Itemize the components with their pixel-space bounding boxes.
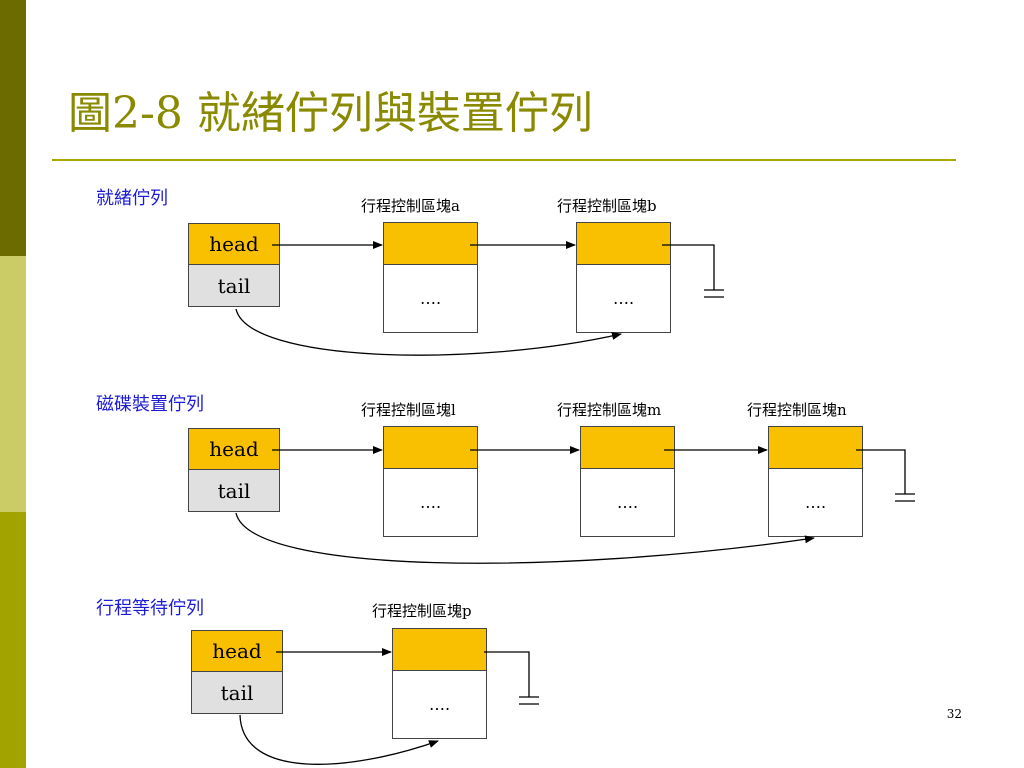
slide-title: 圖2-8 就緒佇列與裝置佇列	[68, 88, 593, 139]
null-pointer-line	[856, 449, 906, 494]
tail-pointer-arrow	[235, 512, 815, 564]
pcb-pointer-cell	[580, 426, 675, 469]
pcb-body-cell: ….	[768, 469, 863, 537]
pcb-body-cell: ….	[576, 265, 671, 333]
page-number: 32	[946, 707, 962, 721]
stripe-segment-dark	[0, 0, 26, 256]
queue-label: 磁碟裝置佇列	[96, 394, 204, 415]
pcb-pointer-cell	[576, 222, 671, 265]
pcb-label: 行程控制區塊n	[747, 401, 847, 419]
pcb-pointer-cell	[768, 426, 863, 469]
queue-tail-cell: tail	[188, 265, 280, 307]
null-pointer-line	[484, 651, 530, 697]
pcb-body-cell: ….	[383, 469, 478, 537]
queue-tail-cell: tail	[188, 470, 280, 512]
queue-tail-cell: tail	[191, 672, 283, 714]
pcb-label: 行程控制區塊a	[361, 197, 460, 215]
pcb-pointer-cell	[392, 628, 487, 671]
null-pointer-line	[662, 244, 715, 290]
pcb-label: 行程控制區塊l	[361, 401, 456, 419]
tail-pointer-arrow	[239, 714, 439, 765]
pcb-pointer-cell	[383, 426, 478, 469]
stripe-segment-light	[0, 256, 26, 512]
pcb-pointer-cell	[383, 222, 478, 265]
pcb-label: 行程控制區塊p	[372, 602, 472, 620]
queue-label: 行程等待佇列	[96, 598, 204, 619]
pcb-body-cell: ….	[383, 265, 478, 333]
tail-pointer-arrow	[235, 308, 622, 356]
pcb-label: 行程控制區塊b	[557, 197, 657, 215]
pcb-body-cell: ….	[580, 469, 675, 537]
queue-head-cell: head	[188, 223, 280, 265]
title-divider	[52, 159, 956, 161]
queue-label: 就緒佇列	[96, 188, 168, 209]
pcb-label: 行程控制區塊m	[557, 401, 662, 419]
pcb-body-cell: ….	[392, 671, 487, 739]
stripe-segment-mid	[0, 512, 26, 768]
queue-head-cell: head	[191, 630, 283, 672]
queue-head-cell: head	[188, 428, 280, 470]
